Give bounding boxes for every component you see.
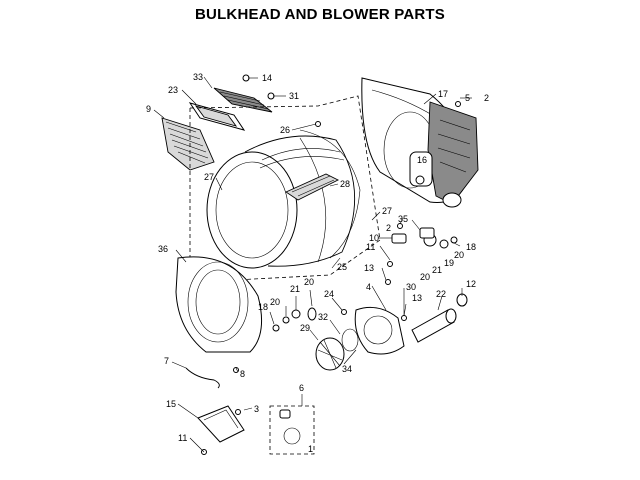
- callout-16: 16: [417, 155, 427, 165]
- lint-screen: [161, 117, 215, 171]
- callout-20-right-a: 20: [454, 250, 464, 260]
- callout-27-left: 27: [204, 172, 214, 182]
- callout-labels: 33 14 23 31 9 26 27 28 27 17 5 2 16 2 35…: [146, 72, 489, 454]
- thermal-fuse-kit: [279, 409, 301, 445]
- callout-20-right-b: 20: [420, 272, 430, 282]
- sensor-bracket-10: [391, 227, 435, 244]
- callout-25: 25: [337, 262, 347, 272]
- blower-gasket: [341, 328, 359, 352]
- exhaust-duct: [411, 308, 457, 343]
- lint-duct-cover: [188, 102, 246, 131]
- lint-grille-33: [213, 87, 273, 113]
- callout-36: 36: [158, 244, 168, 254]
- screw-13b: [401, 315, 407, 321]
- heater-housing: [427, 101, 479, 208]
- callout-18-right: 18: [466, 242, 476, 252]
- callout-9: 9: [146, 104, 151, 114]
- callout-5: 5: [465, 93, 470, 103]
- callout-23: 23: [168, 85, 178, 95]
- front-small-parts: [272, 307, 317, 332]
- callout-31: 31: [289, 91, 299, 101]
- callout-27-right: 27: [382, 206, 392, 216]
- screw-13a: [385, 279, 391, 285]
- callout-18-left: 18: [258, 302, 268, 312]
- callout-21-right: 21: [432, 265, 442, 275]
- callout-26: 26: [280, 125, 290, 135]
- callout-2-mid: 2: [386, 223, 391, 233]
- callout-15: 15: [166, 399, 176, 409]
- thermistor: [409, 151, 433, 187]
- callout-2-top: 2: [484, 93, 489, 103]
- callout-11: 11: [366, 242, 375, 252]
- callout-10: 10: [369, 233, 379, 243]
- callout-7: 7: [164, 356, 169, 366]
- drum-seal: [299, 129, 361, 259]
- screw-26: [315, 121, 321, 127]
- screw-35: [397, 223, 403, 229]
- callout-24: 24: [324, 289, 334, 299]
- screw-24: [341, 309, 347, 315]
- blower-housing: [354, 306, 405, 355]
- callout-12: 12: [466, 279, 476, 289]
- callout-29: 29: [300, 323, 310, 333]
- screw-5: [455, 101, 461, 107]
- lint-duct-bracket: [197, 405, 245, 443]
- callout-13-bottom: 13: [412, 293, 422, 303]
- callout-22: 22: [436, 289, 446, 299]
- callout-28: 28: [340, 179, 350, 189]
- diagram-title: BULKHEAD AND BLOWER PARTS: [195, 6, 445, 23]
- front-bulkhead: [175, 256, 263, 353]
- callout-13-top: 13: [364, 263, 374, 273]
- callout-21-left: 21: [290, 284, 300, 294]
- callout-30: 30: [406, 282, 416, 292]
- drum-baffle: [285, 173, 340, 201]
- callout-20-left-a: 20: [304, 277, 314, 287]
- callout-14: 14: [262, 73, 272, 83]
- callout-20-left-b: 20: [270, 297, 280, 307]
- callout-4: 4: [366, 282, 371, 292]
- blower-wheel: [315, 337, 345, 371]
- screw-8: [233, 367, 239, 373]
- wire-harness: [185, 367, 220, 389]
- callout-34: 34: [342, 364, 352, 374]
- screw-3: [235, 409, 241, 415]
- callout-3: 3: [254, 404, 259, 414]
- callout-8: 8: [240, 369, 245, 379]
- screw-11: [387, 261, 393, 267]
- callout-11-bottom: 11: [178, 433, 187, 443]
- callout-33: 33: [193, 72, 203, 82]
- dryer-drum: [206, 135, 356, 269]
- callout-6: 6: [299, 383, 304, 393]
- callout-17: 17: [438, 89, 448, 99]
- kit-6-box: [269, 405, 315, 455]
- callout-32: 32: [318, 312, 328, 322]
- callout-19: 19: [444, 258, 454, 268]
- callout-35: 35: [398, 214, 408, 224]
- leader-lines: [153, 76, 472, 453]
- callout-1: 1: [308, 444, 313, 454]
